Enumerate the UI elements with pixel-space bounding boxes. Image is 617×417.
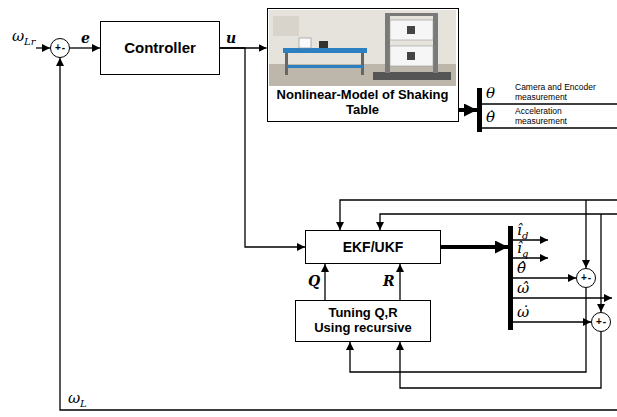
photo-wall — [269, 10, 456, 86]
signal-name: ω — [12, 28, 24, 45]
signal-subscript: Lr — [24, 36, 35, 48]
controller-box: Controller — [100, 21, 220, 75]
signal-name: θ̇ — [486, 109, 495, 126]
sensor — [407, 26, 415, 34]
photo-wall-panel — [273, 16, 299, 36]
table-top — [283, 48, 367, 53]
measurement-feed-wire — [380, 214, 617, 230]
signal-arrow — [70, 47, 100, 48]
feedback-wire — [60, 58, 617, 410]
summing-junction: +- — [591, 312, 611, 332]
sign-mark: - — [588, 273, 591, 283]
estimate-name: ω̂ — [517, 280, 529, 297]
signal-name: θ — [486, 85, 495, 102]
frame-post — [385, 13, 390, 73]
estimate-wire — [513, 257, 548, 258]
estimate-name: î — [517, 222, 522, 239]
measurement-note: Acceleration measurement — [515, 106, 613, 126]
estimator-box: EKF/UKF — [305, 230, 441, 264]
estimate-wire — [513, 297, 612, 298]
signal-arrow — [324, 264, 325, 300]
measurement-wire — [482, 127, 617, 128]
edge-label: u — [225, 31, 237, 46]
box-label: Tuning Q,R Using recursive — [311, 306, 415, 336]
signal-subscript: q — [522, 248, 528, 260]
edge-label: e — [80, 31, 91, 46]
box-label: EKF/UKF — [343, 239, 404, 255]
summing-junction: +- — [576, 268, 596, 288]
table-leg — [285, 53, 288, 75]
sign-mark: + — [596, 317, 602, 327]
signal-bus-bar — [477, 88, 482, 132]
sign-mark: - — [603, 317, 606, 327]
summing-junction: +- — [50, 38, 70, 58]
edge-label: R — [382, 274, 396, 289]
signal-subscript: d — [522, 230, 528, 242]
signal-name: ω — [68, 390, 80, 407]
edge-label: Q — [307, 274, 321, 289]
sign-mark: + — [581, 273, 587, 283]
estimate-name: θ̂ — [517, 260, 526, 277]
estimate-bus-arrow — [441, 245, 508, 249]
frame-panel — [390, 46, 433, 66]
table-base — [373, 72, 451, 80]
sign-mark: + — [55, 43, 61, 53]
sensor — [407, 52, 415, 60]
signal-bus-bar — [508, 226, 513, 330]
signal-subscript: L — [80, 398, 87, 410]
measurement-feed-wire — [600, 214, 601, 312]
monitor — [299, 38, 311, 48]
estimate-name: î — [517, 240, 522, 257]
plant-box: Nonlinear-Model of Shaking Table — [267, 8, 459, 122]
box-label: Nonlinear-Model of Shaking Table — [273, 88, 453, 118]
reference-input-wire — [36, 47, 50, 48]
device — [319, 41, 328, 48]
measurement-note: Camera and Encoder measurement — [515, 82, 613, 102]
frame-post — [433, 13, 438, 73]
box-label: Controller — [124, 39, 196, 56]
measurement-wire — [482, 103, 617, 104]
signal-arrow — [399, 264, 400, 300]
estimate-name: ω̇ — [517, 304, 529, 321]
signal-arrow — [220, 48, 305, 247]
measurement-feed-wire — [340, 200, 617, 230]
frame-panel — [390, 20, 433, 40]
table-shelf — [287, 65, 363, 68]
frame-beam — [385, 13, 438, 16]
shaking-table-photo — [269, 10, 456, 86]
tuning-box: Tuning Q,R Using recursive — [295, 300, 431, 342]
measurement-feed-wire — [585, 200, 586, 268]
table-leg — [361, 53, 364, 75]
estimate-wire — [513, 277, 576, 278]
output-bus-arrow — [458, 108, 477, 112]
sign-mark: - — [62, 43, 65, 53]
estimate-wire — [513, 321, 591, 322]
